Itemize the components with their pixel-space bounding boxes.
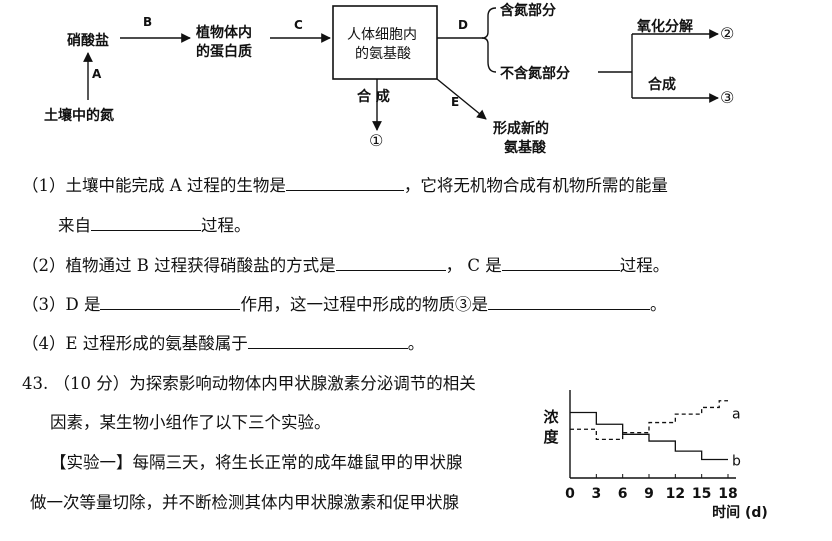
y-axis-label-char: 浓 [543, 408, 559, 426]
synthesis-right-label: 合成 [648, 77, 676, 93]
plant-protein-l2: 的蛋白质 [196, 44, 252, 60]
x-tick-label: 18 [718, 486, 737, 502]
soil-n-label: 土壤中的氮 [44, 108, 114, 124]
series-a-line [570, 400, 728, 441]
question-4: （4）E 过程形成的氨基酸属于。 [22, 334, 425, 353]
mark-1: ① [369, 131, 384, 150]
question-3: （3）D 是作用，这一过程中形成的物质③是。 [22, 295, 667, 314]
x-tick-label: 9 [644, 486, 654, 502]
x-tick-label: 3 [591, 486, 601, 502]
question-1-line-2: 来自过程。 [58, 216, 251, 235]
problem-43-line-2: 因素，某生物小组作了以下三个实验。 [50, 413, 331, 432]
x-axis-label: 时间 (d) [712, 504, 768, 521]
cell-amino-acid-box [332, 5, 438, 80]
label-c: C [294, 18, 303, 32]
question-2: （2）植物通过 B 过程获得硝酸盐的方式是， C 是过程。 [22, 256, 670, 275]
new-aa-l1: 形成新的 [493, 121, 549, 137]
problem-43-line-1: 43. （10 分）为探索影响动物体内甲状腺激素分泌调节的相关 [22, 374, 476, 393]
cell-aa-l2: 的氨基酸 [355, 46, 411, 62]
x-tick-label: 12 [666, 486, 685, 502]
series-b-line [570, 411, 728, 461]
answer-blank-4[interactable] [501, 256, 620, 271]
synthesis-down-label: 合 成 [357, 89, 390, 105]
n-part-label: 含氮部分 [500, 3, 556, 19]
mark-3: ③ [720, 88, 735, 107]
x-tick-label: 15 [692, 486, 711, 502]
cell-aa-l1: 人体细胞内 [347, 27, 417, 43]
problem-43-line-4: 做一次等量切除，并不断检测其体内甲状腺激素和促甲状腺 [30, 493, 459, 512]
plant-protein-l1: 植物体内 [196, 25, 252, 41]
arrow-e [436, 78, 487, 120]
nitrate-label: 硝酸盐 [67, 33, 109, 49]
label-d: D [458, 18, 468, 32]
mark-2: ② [720, 24, 735, 43]
new-aa-l2: 氨基酸 [504, 140, 546, 156]
non-n-part-label: 不含氮部分 [500, 66, 570, 82]
brace-d [481, 7, 497, 73]
label-e: E [451, 95, 460, 109]
answer-blank-1[interactable] [285, 176, 404, 191]
y-axis-label-char: 度 [543, 428, 559, 446]
x-tick-label: 0 [565, 486, 575, 502]
question-1-line-1: （1）土壤中能完成 A 过程的生物是，它将无机物合成有机物所需的能量 [22, 176, 668, 195]
answer-blank-3[interactable] [335, 256, 446, 271]
label-a: A [92, 67, 102, 81]
answer-blank-6[interactable] [487, 295, 650, 310]
problem-43-line-3: 【实验一】每隔三天，将生长正常的成年雄鼠甲的甲状腺 [50, 453, 463, 472]
label-b: B [143, 15, 153, 29]
x-tick-label: 6 [618, 486, 628, 502]
answer-blank-2[interactable] [91, 216, 201, 231]
answer-blank-5[interactable] [100, 295, 241, 310]
oxidation-label: 氧化分解 [637, 19, 693, 35]
series-a-label: a [732, 407, 741, 423]
series-b-label: b [732, 454, 741, 470]
answer-blank-7[interactable] [247, 334, 408, 349]
